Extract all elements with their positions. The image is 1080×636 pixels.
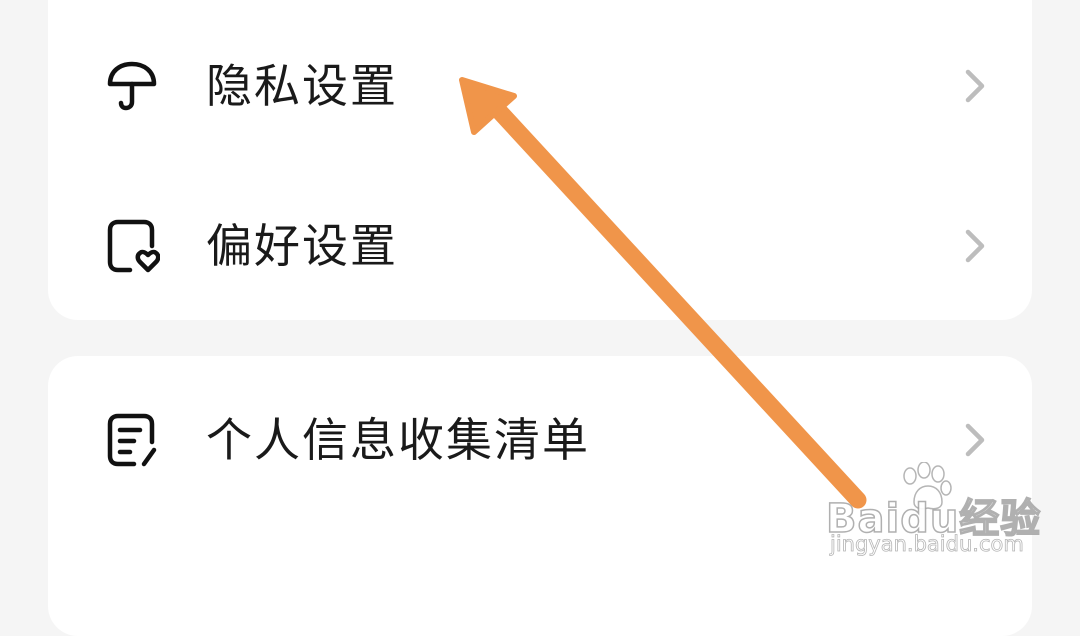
settings-item-label: 隐私设置 [206, 59, 398, 113]
settings-item-label: 个人信息收集清单 [206, 413, 590, 467]
settings-item-preferences[interactable]: 偏好设置 [48, 176, 1032, 316]
settings-item-label: 偏好设置 [206, 219, 398, 273]
chevron-right-icon [956, 422, 992, 458]
list-edit-icon [104, 412, 160, 468]
chevron-right-icon [956, 68, 992, 104]
settings-card-top: 隐私设置 偏好设置 [48, 0, 1032, 320]
settings-item-privacy[interactable]: 隐私设置 [48, 16, 1032, 156]
settings-item-personal-info-list[interactable]: 个人信息收集清单 [48, 370, 1032, 510]
chevron-right-icon [956, 228, 992, 264]
settings-card-bottom: 个人信息收集清单 [48, 356, 1032, 636]
umbrella-icon [104, 58, 160, 114]
heart-card-icon [104, 218, 160, 274]
